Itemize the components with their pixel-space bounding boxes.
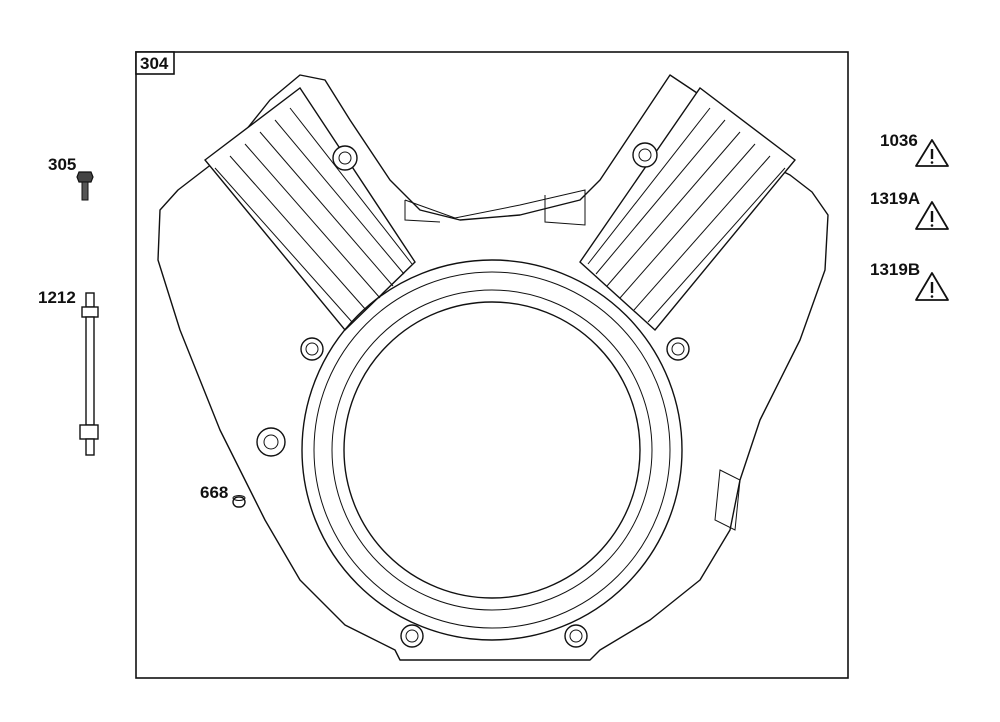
warning-1319b-label[interactable]: 1319B — [870, 260, 920, 279]
blower-housing[interactable] — [157, 74, 829, 661]
housing-ring-2 — [313, 271, 671, 629]
housing-side-tab — [714, 469, 741, 531]
warning-1036-label[interactable]: 1036 — [880, 131, 918, 150]
housing-ring-outer — [301, 259, 683, 641]
right-cooling-fins — [587, 107, 786, 323]
main-part-label[interactable]: 304 — [140, 54, 169, 73]
main-frame — [135, 51, 849, 679]
dowel-pin-icon[interactable] — [232, 495, 246, 508]
warning-1319a-label[interactable]: 1319A — [870, 189, 920, 208]
housing-ring-3 — [331, 289, 653, 611]
warning-triangle-icon[interactable] — [915, 139, 949, 167]
housing-outline — [157, 74, 829, 661]
part-305-label[interactable]: 305 — [48, 155, 76, 174]
warning-triangle-icon[interactable] — [915, 272, 949, 301]
flywheel-opening — [343, 301, 641, 599]
main-part-label-box — [135, 51, 175, 75]
part-668-label[interactable]: 668 — [200, 483, 228, 502]
stud-icon[interactable] — [79, 292, 99, 456]
housing-valley — [404, 189, 586, 226]
part-1212-label[interactable]: 1212 — [38, 288, 76, 307]
bolt-icon[interactable] — [76, 171, 94, 201]
warning-triangle-icon[interactable] — [915, 201, 949, 230]
mounting-holes — [256, 142, 690, 648]
right-cylinder-shroud — [579, 86, 797, 332]
left-cooling-fins — [214, 107, 413, 323]
left-cylinder-shroud — [203, 86, 416, 332]
